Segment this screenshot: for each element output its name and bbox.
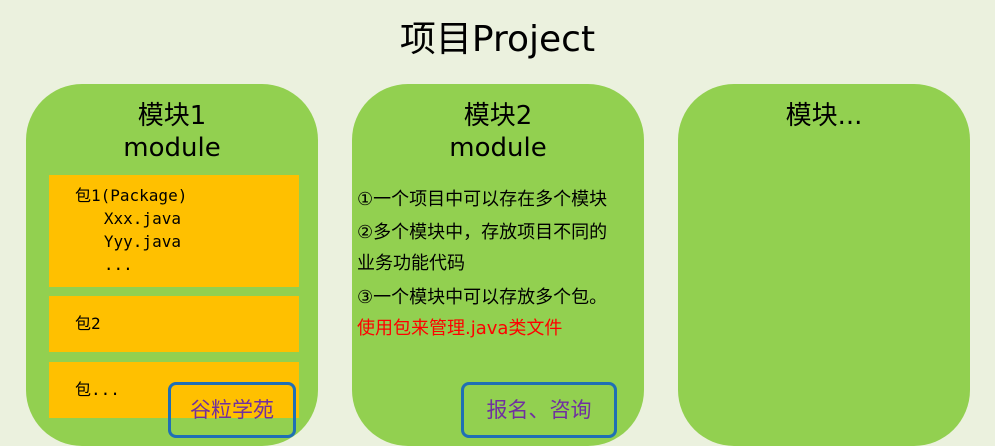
package-1-file-yyy: Yyy.java (75, 232, 181, 251)
module-2-panel: 模块2 module ①一个项目中可以存在多个模块 ②多个模块中，存放项目不同的… (352, 84, 644, 446)
package-1-title: 包1(Package) (75, 186, 188, 205)
module-2-desc-line-3: 业务功能代码 (357, 253, 465, 274)
module-2-name: 模块2 (463, 101, 533, 131)
module-2-desc-line-1: ①一个项目中可以存在多个模块 (357, 189, 608, 210)
module-2-subtitle: module (449, 133, 547, 163)
module-2-desc-line-4: ③一个模块中可以存放多个包。 (357, 287, 608, 308)
package-1-file-xxx: Xxx.java (75, 209, 181, 228)
module-1-subtitle: module (123, 133, 221, 163)
module-1-name: 模块1 (137, 101, 207, 131)
module-more-panel: 模块... (678, 84, 970, 446)
module-more-name: 模块... (785, 101, 863, 131)
page-title: 项目Project (399, 19, 596, 60)
guli-xueyuan-callout: 谷粒学苑 (168, 382, 296, 438)
module-2-highlight: 使用包来管理.java类文件 (357, 318, 563, 339)
module-2-desc-line-2: ②多个模块中，存放项目不同的 (357, 222, 608, 243)
package-1-box: 包1(Package) Xxx.java Yyy.java ... (49, 175, 299, 287)
package-1-ellipsis: ... (75, 255, 133, 274)
package-2-box: 包2 (49, 296, 299, 352)
package-more-box: 包... (49, 362, 299, 418)
module-1-panel: 模块1 module 包1(Package) Xxx.java Yyy.java… (26, 84, 318, 446)
package-more-title: 包... (75, 380, 120, 399)
enroll-consult-callout: 报名、咨询 (461, 382, 617, 438)
package-2-title: 包2 (75, 314, 101, 333)
